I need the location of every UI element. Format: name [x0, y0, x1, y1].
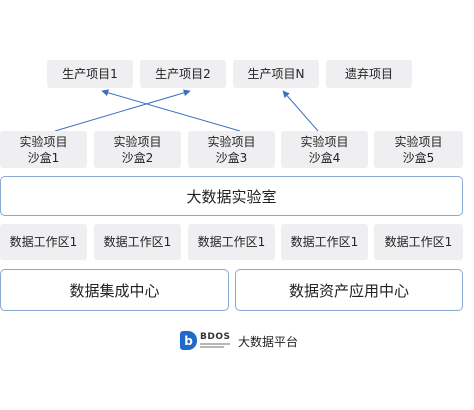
sandbox-line1: 实验项目 [19, 134, 68, 149]
sandbox-line1: 实验项目 [300, 134, 349, 149]
arrow-sandbox1-to-project2 [54, 89, 191, 132]
data-integration-center: 数据集成中心 [0, 269, 229, 311]
project-box-n: 生产项目N [233, 60, 319, 88]
sandbox-line1: 实验项目 [394, 134, 443, 149]
sandbox-line2: 沙盒4 [308, 150, 341, 165]
sandbox-box-1: 实验项目沙盒1 [0, 131, 87, 168]
arrow-sandbox3-to-project1 [101, 89, 241, 132]
sandbox-box-2: 实验项目沙盒2 [94, 131, 181, 168]
logo-tagline-bar [200, 343, 230, 345]
bdos-logo: b BDOS [180, 330, 232, 352]
platform-title: 大数据平台 [238, 334, 299, 349]
sandbox-line2: 沙盒1 [27, 150, 60, 165]
sandbox-line2: 沙盒3 [215, 150, 248, 165]
workspace-box-1: 数据工作区1 [0, 224, 87, 260]
arrow-sandbox4-to-projectn [282, 90, 319, 132]
sandbox-line2: 沙盒5 [402, 150, 435, 165]
workspace-box-4: 数据工作区1 [281, 224, 368, 260]
sandbox-line1: 实验项目 [113, 134, 162, 149]
platform-footer: b BDOS 大数据平台 [180, 330, 298, 352]
project-box-2: 生产项目2 [140, 60, 226, 88]
abandoned-project-box: 遗弃项目 [326, 60, 412, 88]
workspace-box-5: 数据工作区1 [374, 224, 463, 260]
bdos-logo-mark: b [180, 331, 197, 350]
sandbox-box-4: 实验项目沙盒4 [281, 131, 368, 168]
big-data-lab: 大数据实验室 [0, 176, 463, 216]
sandbox-box-5: 实验项目沙盒5 [374, 131, 463, 168]
bdos-logo-text: BDOS [200, 332, 231, 342]
sandbox-line2: 沙盒2 [121, 150, 154, 165]
data-asset-application-center: 数据资产应用中心 [235, 269, 463, 311]
workspace-box-2: 数据工作区1 [94, 224, 181, 260]
project-box-1: 生产项目1 [47, 60, 133, 88]
workspace-box-3: 数据工作区1 [188, 224, 275, 260]
logo-tagline-bar [200, 346, 224, 348]
sandbox-line1: 实验项目 [207, 134, 256, 149]
sandbox-box-3: 实验项目沙盒3 [188, 131, 275, 168]
